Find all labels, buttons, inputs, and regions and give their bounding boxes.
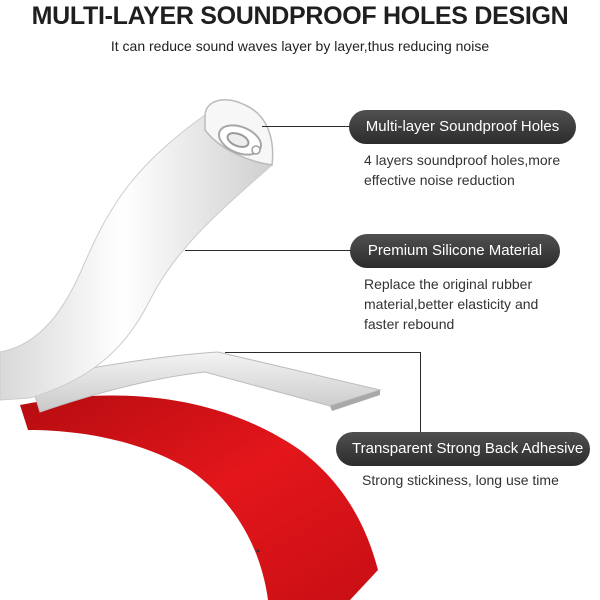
- feature-label-holes: Multi-layer Soundproof Holes: [349, 110, 576, 144]
- feature-description-line: Replace the original rubber: [364, 276, 533, 292]
- leader-line-holes: [262, 126, 350, 127]
- feature-label-adhesive: Transparent Strong Back Adhesive: [336, 432, 590, 466]
- leader-line-material: [185, 250, 351, 251]
- page-subtitle: It can reduce sound waves layer by layer…: [110, 38, 490, 54]
- feature-label-material: Premium Silicone Material: [350, 234, 560, 268]
- feature-description-adhesive: Strong stickiness, long use time: [362, 470, 559, 490]
- feature-description-line: Strong stickiness, long use time: [362, 472, 559, 488]
- leader-line-adhesive-h: [225, 352, 421, 353]
- feature-description-line: 4 layers soundproof holes,more: [364, 152, 561, 168]
- feature-description-line: effective noise reduction: [364, 172, 515, 188]
- feature-description-line: material,better elasticity and: [364, 296, 539, 312]
- soundproof-hole-small: [251, 145, 261, 155]
- feature-description-holes: 4 layers soundproof holes,more effective…: [364, 150, 560, 190]
- feature-description-line: faster rebound: [364, 316, 455, 332]
- soundproof-hole-inner: [226, 132, 250, 148]
- page-title: MULTI-LAYER SOUNDPROOF HOLES DESIGN: [31, 2, 569, 30]
- feature-description-material: Replace the original rubber material,bet…: [364, 274, 538, 334]
- leader-line-adhesive-v: [420, 352, 421, 432]
- red-adhesive-liner: [20, 395, 378, 600]
